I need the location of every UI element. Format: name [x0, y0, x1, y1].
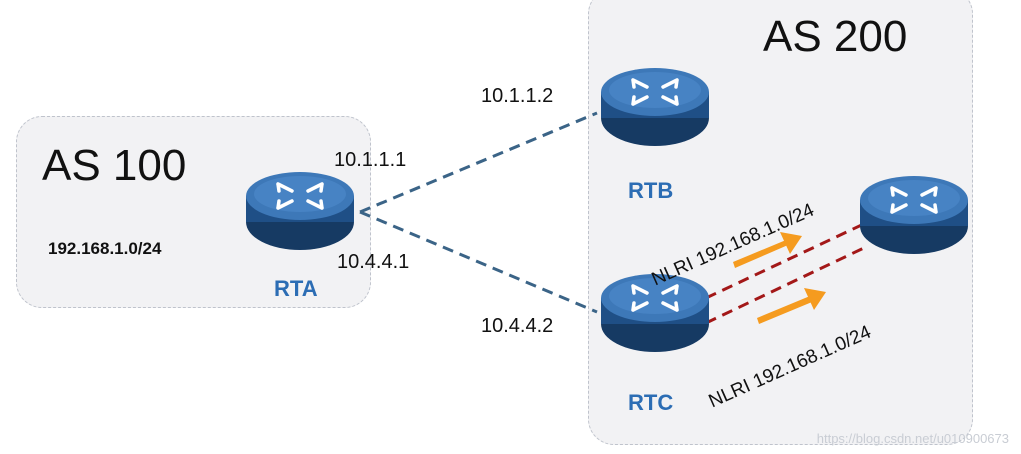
router-rtc [601, 274, 709, 352]
link-rta-rtc [359, 210, 598, 314]
router-rta [246, 172, 354, 250]
ip-rtb: 10.1.1.2 [481, 85, 554, 107]
as-100-title: AS 100 [42, 141, 187, 190]
arrow-lower [757, 288, 826, 324]
link-rtc-rtd-lower [705, 244, 869, 325]
as-200-title: AS 200 [763, 12, 908, 61]
router-rtb [601, 68, 709, 146]
watermark: https://blog.csdn.net/u010900673 [816, 431, 1009, 446]
arrow-upper [733, 232, 802, 268]
router-rtc-label: RTC [628, 390, 674, 415]
router-unlabeled [860, 176, 968, 254]
link-rta-rtb [359, 111, 598, 214]
ip-rta-1: 10.1.1.1 [334, 149, 407, 171]
router-rta-label: RTA [274, 276, 318, 301]
link-rtc-rtd-upper [705, 220, 869, 300]
as-100-prefix: 192.168.1.0/24 [48, 239, 162, 258]
router-rtb-label: RTB [628, 178, 674, 203]
ip-rta-2: 10.4.4.1 [337, 251, 410, 273]
ip-rtc: 10.4.4.2 [481, 315, 554, 337]
